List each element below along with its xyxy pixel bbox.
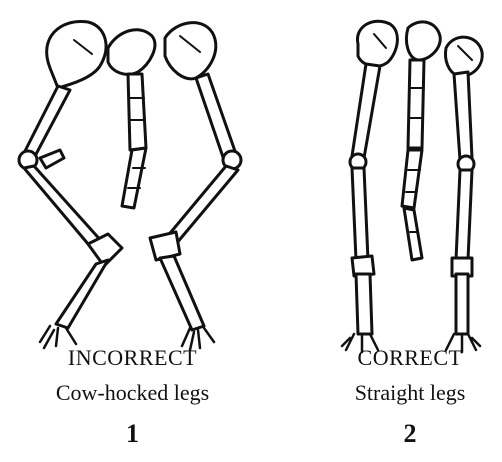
- pelvis-right: [446, 37, 483, 76]
- pelvis-left: [47, 21, 106, 88]
- caption-label: Cow-hocked legs: [0, 380, 265, 406]
- verdict-label: INCORRECT: [0, 345, 265, 371]
- right-femur: [454, 72, 472, 160]
- left-femur: [24, 86, 70, 158]
- left-metatarsus: [356, 274, 372, 334]
- left-femur: [352, 64, 380, 158]
- caption-label: Straight legs: [318, 380, 502, 406]
- center-column-lower: [404, 208, 422, 260]
- cow-hocked-legs-illustration: [0, 8, 265, 353]
- center-column-upper: [408, 60, 424, 148]
- verdict-label: CORRECT: [318, 345, 502, 371]
- right-tibia: [456, 170, 472, 260]
- center-column-mid: [402, 150, 422, 208]
- pelvis-center: [406, 22, 440, 60]
- figure-number: 2: [318, 419, 502, 449]
- left-tibia: [24, 166, 104, 251]
- right-femur: [196, 74, 236, 160]
- left-fibula-spur: [40, 150, 64, 168]
- right-metatarsus: [160, 256, 204, 330]
- left-metatarsus: [56, 260, 108, 328]
- pelvis-right: [165, 23, 216, 79]
- figure-number: 1: [0, 419, 265, 449]
- figure-correct: CORRECT Straight legs 2: [318, 0, 502, 462]
- left-tibia: [352, 168, 368, 260]
- pelvis-left: [357, 21, 397, 66]
- right-metatarsus: [456, 274, 468, 334]
- figure-incorrect: INCORRECT Cow-hocked legs 1: [0, 0, 265, 462]
- center-column-upper: [128, 74, 146, 150]
- pelvis-center: [108, 30, 155, 75]
- center-column-lower: [122, 148, 146, 208]
- straight-legs-illustration: [318, 8, 502, 353]
